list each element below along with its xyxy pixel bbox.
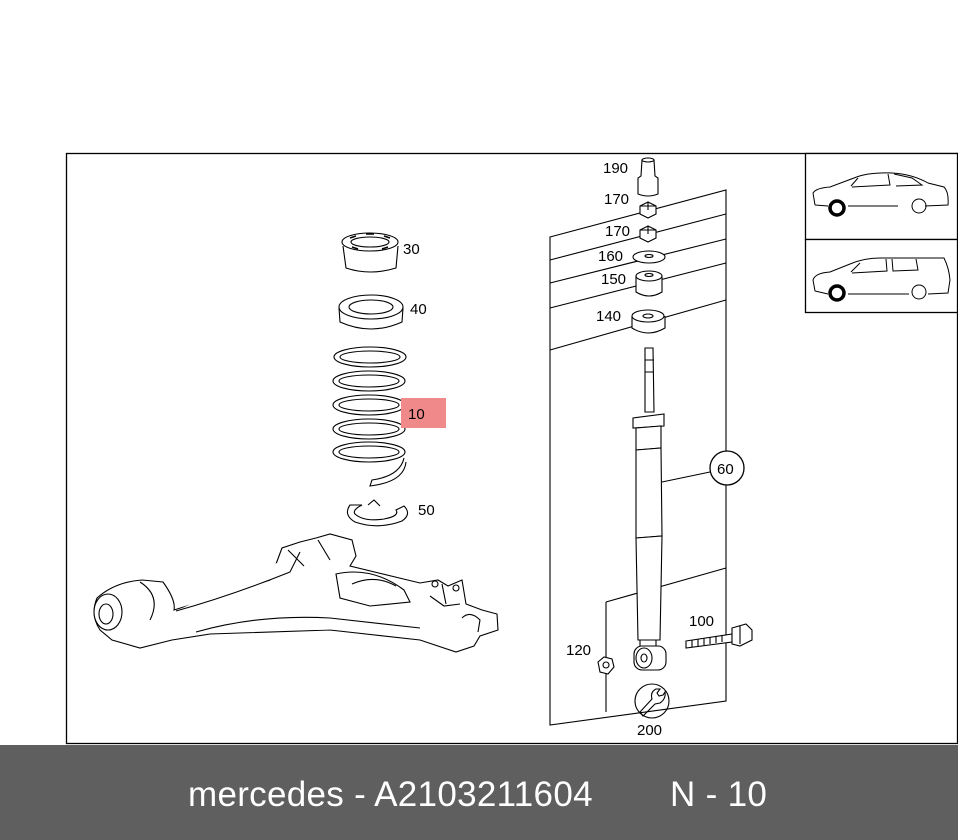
estate-box[interactable] xyxy=(804,238,958,314)
callout-circle-60 xyxy=(709,450,745,486)
footer-bar: mercedes - A2103211604 N - 10 xyxy=(0,745,958,840)
highlight-box-10 xyxy=(401,398,446,428)
lower-rubber-bushing[interactable] xyxy=(631,309,666,334)
coil-spring[interactable] xyxy=(332,346,407,487)
part-label-170-upper[interactable]: 170 xyxy=(604,191,629,208)
part-label-60[interactable]: 60 xyxy=(717,461,734,478)
part-label-40[interactable]: 40 xyxy=(410,301,427,318)
part-label-170-lower[interactable]: 170 xyxy=(605,223,630,240)
shock-absorber[interactable] xyxy=(632,347,667,671)
part-label-150[interactable]: 150 xyxy=(601,271,626,288)
part-label-30[interactable]: 30 xyxy=(403,241,420,258)
spring-pad[interactable] xyxy=(338,294,404,330)
sedan-rear-wheel-marker xyxy=(828,199,846,217)
lower-spring-seat[interactable] xyxy=(346,499,409,527)
nut-upper[interactable] xyxy=(639,201,657,219)
part-label-140[interactable]: 140 xyxy=(596,308,621,325)
upper-rubber-bushing[interactable] xyxy=(635,270,663,297)
protective-cap[interactable] xyxy=(637,157,659,197)
diagram-reference-code: N - 10 xyxy=(670,775,768,814)
part-label-190[interactable]: 190 xyxy=(603,160,628,177)
wrench-icon xyxy=(634,683,670,719)
estate-car-icon xyxy=(812,257,951,300)
self-locking-nut[interactable] xyxy=(597,656,615,675)
mounting-bolt[interactable] xyxy=(685,623,753,649)
spring-top-mount[interactable] xyxy=(341,232,399,273)
nut-lower[interactable] xyxy=(639,225,657,243)
part-label-120[interactable]: 120 xyxy=(566,642,591,659)
lower-control-arm[interactable] xyxy=(93,533,499,653)
part-label-10[interactable]: 10 xyxy=(408,406,425,423)
part-label-100[interactable]: 100 xyxy=(689,613,714,630)
vehicle-selector xyxy=(804,152,958,314)
washer[interactable] xyxy=(632,250,666,264)
sedan-car-icon xyxy=(812,172,949,214)
estate-rear-wheel-marker xyxy=(828,284,846,302)
part-number-caption: mercedes - A2103211604 xyxy=(188,775,593,814)
parts-diagram: 30 40 10 50 190 170 170 160 150 140 60 1… xyxy=(65,152,958,745)
part-label-50[interactable]: 50 xyxy=(418,502,435,519)
part-label-200[interactable]: 200 xyxy=(637,722,662,739)
sedan-box[interactable] xyxy=(804,152,958,241)
part-label-160[interactable]: 160 xyxy=(598,248,623,265)
